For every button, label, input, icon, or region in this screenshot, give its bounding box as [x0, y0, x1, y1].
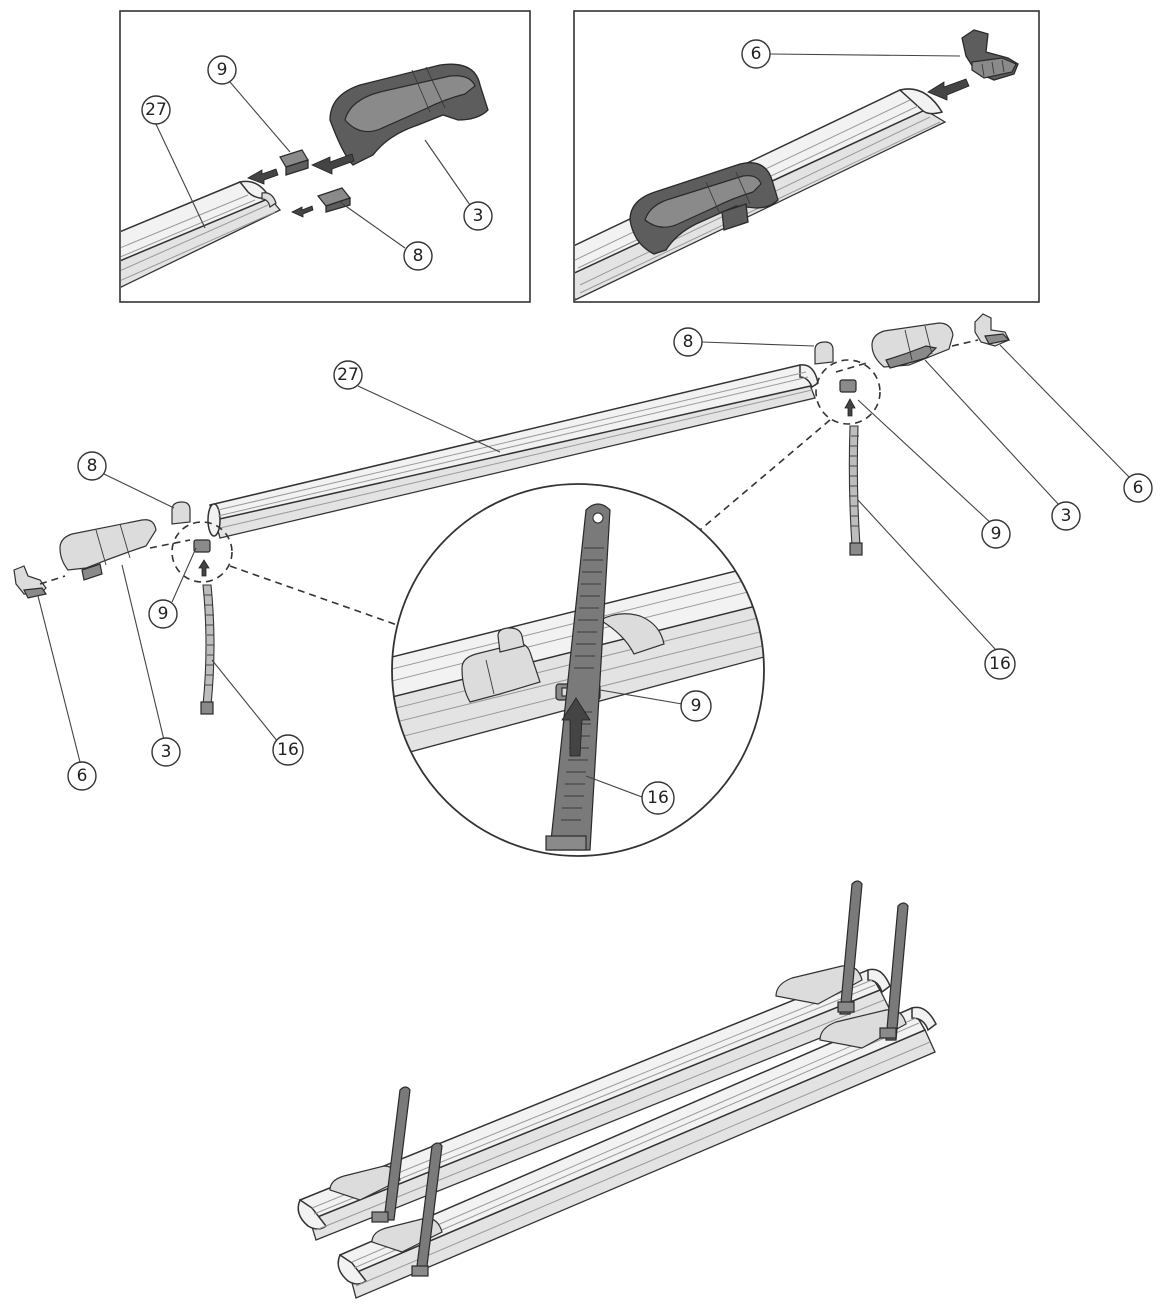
- strap-16-detail: [545, 503, 611, 851]
- arrow-icon: [927, 78, 970, 101]
- connector-8-inset: [316, 187, 352, 213]
- clamp-3-right: [871, 322, 954, 369]
- strap-front-right: [879, 902, 909, 1041]
- connector-8-right: [814, 341, 834, 365]
- callout-8: 8: [673, 327, 703, 357]
- end-cap-6-right: [974, 313, 1011, 347]
- callout-9: 9: [207, 55, 237, 85]
- callout-3: 3: [1051, 501, 1081, 531]
- strap-front-left: [411, 1142, 443, 1277]
- arrow-icon: [291, 205, 314, 218]
- callout-6: 6: [741, 39, 771, 69]
- callout-16: 16: [641, 781, 675, 815]
- callout-3: 3: [463, 201, 493, 231]
- svg-text:6: 6: [751, 44, 762, 64]
- svg-text:3: 3: [161, 742, 172, 762]
- svg-text:9: 9: [158, 604, 169, 624]
- callout-3: 3: [151, 737, 181, 767]
- magnifier-border: [391, 483, 765, 857]
- callout-8: 8: [77, 451, 107, 481]
- rail-front: [337, 1006, 937, 1299]
- connector-9-left: [193, 539, 211, 553]
- callout-9: 9: [680, 690, 712, 722]
- callout-27: 27: [333, 360, 363, 390]
- end-cap-6-left: [13, 565, 47, 599]
- callout-6: 6: [1123, 473, 1153, 503]
- connector-9-right: [839, 379, 857, 393]
- callout-16: 16: [984, 648, 1016, 680]
- clamp-3-inset: [329, 63, 489, 166]
- strap-back-left: [371, 1086, 411, 1223]
- end-cap-6-inset: [961, 29, 1019, 81]
- inset-left-panel: 27 9 3 8: [119, 10, 531, 303]
- svg-text:9: 9: [691, 696, 702, 716]
- strap-16-left: [200, 584, 215, 715]
- inset-right-panel: 6: [573, 10, 1040, 303]
- svg-text:27: 27: [145, 100, 167, 120]
- connector-8-left: [171, 501, 191, 525]
- strap-16-right: [848, 425, 863, 556]
- svg-text:8: 8: [87, 456, 98, 476]
- arrow-icon: [247, 168, 279, 185]
- svg-text:8: 8: [683, 332, 694, 352]
- clamp-front-right: [819, 1009, 907, 1049]
- svg-text:9: 9: [991, 524, 1002, 544]
- arrow-up-icon: [561, 697, 591, 757]
- callout-9: 9: [981, 519, 1011, 549]
- strap-back-right: [837, 880, 863, 1015]
- svg-text:9: 9: [217, 60, 228, 80]
- callout-27: 27: [141, 95, 171, 125]
- svg-text:16: 16: [277, 740, 299, 760]
- svg-text:16: 16: [647, 788, 669, 808]
- arrow-icon: [311, 153, 355, 175]
- clamp-3-left: [59, 519, 157, 581]
- callout-8: 8: [403, 241, 433, 271]
- connector-9-inset: [279, 149, 309, 176]
- clamp-3-detail: [461, 613, 665, 703]
- svg-text:8: 8: [413, 246, 424, 266]
- detail-circle-left: [171, 521, 233, 583]
- svg-text:27: 27: [337, 365, 359, 385]
- magnifier-detail: 9 16: [391, 483, 765, 857]
- svg-text:6: 6: [77, 766, 88, 786]
- svg-text:6: 6: [1133, 478, 1144, 498]
- clamp-back-right: [775, 965, 863, 1005]
- svg-text:16: 16: [989, 654, 1011, 674]
- clamp-3-assembled-inset: [629, 162, 779, 255]
- svg-text:3: 3: [473, 206, 484, 226]
- callout-16: 16: [272, 734, 304, 766]
- arrow-up-icon: [198, 559, 210, 577]
- rail-27-inset: [121, 180, 282, 288]
- arrow-up-icon: [844, 398, 856, 417]
- detail-circle-right: [815, 359, 881, 425]
- main-exploded-view: 8 27 8 9 6 3 16 9: [13, 313, 1153, 791]
- assembled-rails-view: [297, 880, 937, 1299]
- callout-6: 6: [67, 761, 97, 791]
- rail-27-main: [207, 364, 819, 539]
- callout-9: 9: [148, 599, 178, 629]
- svg-text:3: 3: [1061, 506, 1072, 526]
